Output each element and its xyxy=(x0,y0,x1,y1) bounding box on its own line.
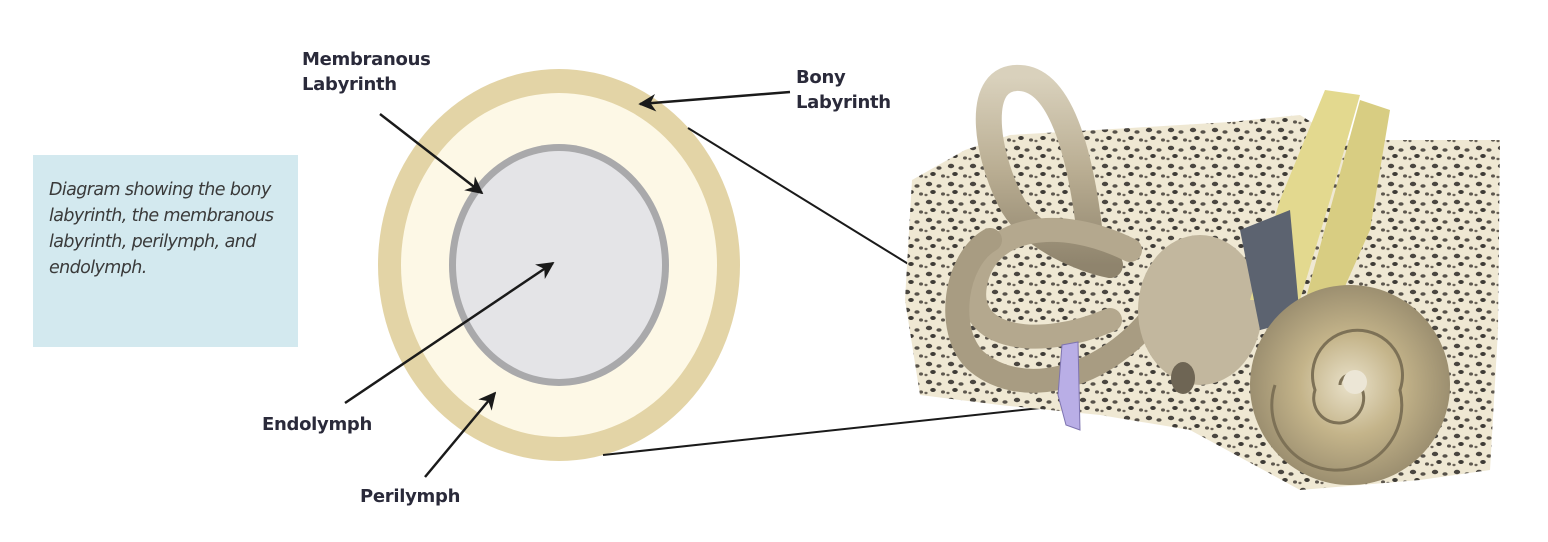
membranous-label-line2: Labyrinth xyxy=(302,74,397,95)
membranous-labyrinth-arrow xyxy=(379,113,484,195)
membranous-labyrinth-label: Membranous Labyrinth xyxy=(302,47,431,97)
cochlear-nerve xyxy=(1300,100,1390,320)
cochlea-apex xyxy=(1343,370,1367,394)
vestibule xyxy=(1138,235,1262,385)
bony-labyrinth-label: Bony Labyrinth xyxy=(796,65,891,115)
caption-text: Diagram showing the bony labyrinth, the … xyxy=(49,180,274,278)
posterior-semicircular-canal xyxy=(945,228,1162,393)
cross-section-diagram xyxy=(378,69,740,461)
cross-section-marker xyxy=(1057,341,1081,431)
oval-window xyxy=(1171,362,1195,394)
endolymph-label: Endolymph xyxy=(262,414,373,435)
endolymph-arrow xyxy=(344,261,555,405)
endolymph-region xyxy=(456,151,662,379)
bony-labyrinth-arrow xyxy=(638,90,791,112)
perilymph-arrow xyxy=(424,391,497,478)
bony-label-line2: Labyrinth xyxy=(796,92,891,113)
perilymph-label: Perilymph xyxy=(360,486,461,507)
cochlea-spiral xyxy=(1270,328,1404,472)
membranous-label-line1: Membranous xyxy=(302,49,431,70)
caption-box: Diagram showing the bony labyrinth, the … xyxy=(33,155,298,347)
zoom-connector-bottom xyxy=(602,404,1069,456)
nerve-shadow xyxy=(1240,210,1300,330)
inner-ear-illustration xyxy=(905,65,1500,490)
bony-label-line1: Bony xyxy=(796,67,846,88)
lateral-semicircular-canal xyxy=(962,217,1142,349)
